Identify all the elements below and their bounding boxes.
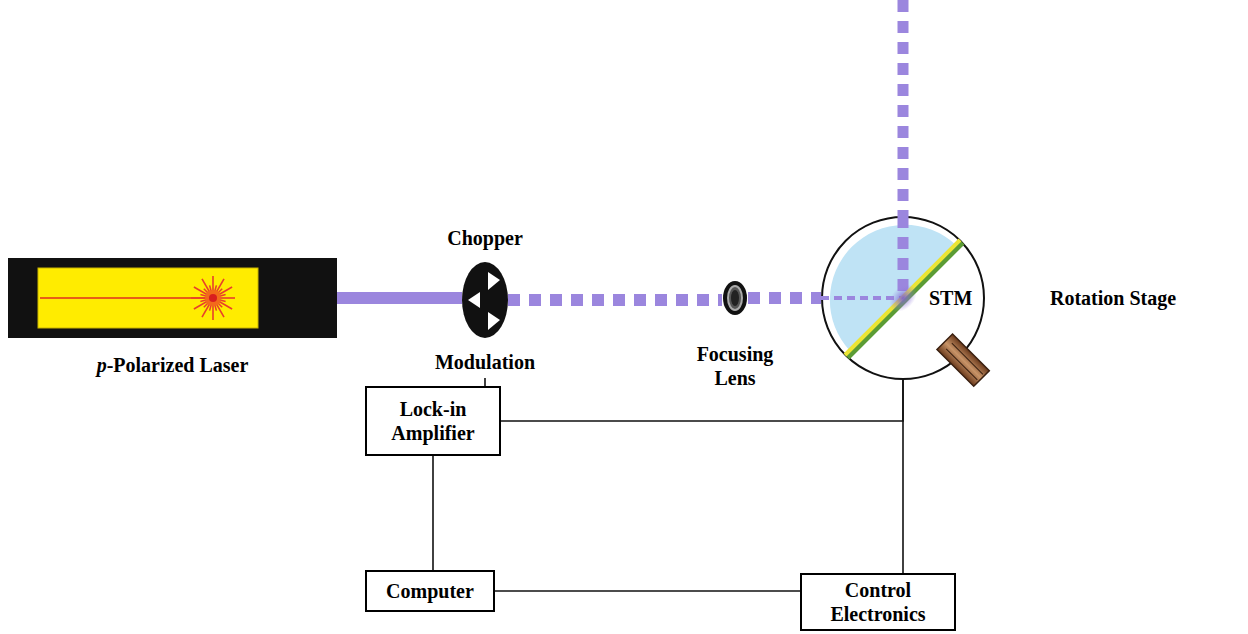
focusing-lens-drawing [722, 280, 748, 316]
rotation-stage: STMRotation Stage [821, 216, 985, 380]
laser-beam [508, 294, 722, 306]
focusing-lens: Focusing Lens [722, 280, 748, 316]
modulation-label: Modulation [405, 350, 565, 374]
laser-source: p-Polarized Laser [8, 258, 337, 338]
laser-beam [337, 292, 462, 304]
signal-wire [501, 380, 903, 421]
laser-beam [748, 292, 821, 304]
stm-label: STM [929, 286, 989, 310]
process-box: Lock-in Amplifier [365, 386, 501, 456]
laser-label: p-Polarized Laser [8, 353, 337, 377]
signal-wire [902, 380, 904, 573]
box-label: Control Electronics [808, 578, 948, 626]
chopper-wheel: ChopperModulation [462, 262, 508, 338]
chopper-wheel-drawing [462, 262, 508, 338]
chopper-label: Chopper [405, 226, 565, 250]
process-box: Computer [365, 570, 495, 612]
process-box: Control Electronics [800, 573, 956, 631]
box-label: Lock-in Amplifier [373, 397, 493, 445]
stage-label: Rotation Stage [1050, 286, 1240, 310]
laser-source-drawing [8, 258, 337, 338]
box-label: Computer [386, 579, 474, 603]
reflected-beam [898, 0, 909, 216]
signal-wire [432, 456, 434, 570]
signal-wire [495, 590, 800, 592]
signal-wire [484, 378, 486, 386]
lens-label: Focusing Lens [675, 342, 795, 390]
